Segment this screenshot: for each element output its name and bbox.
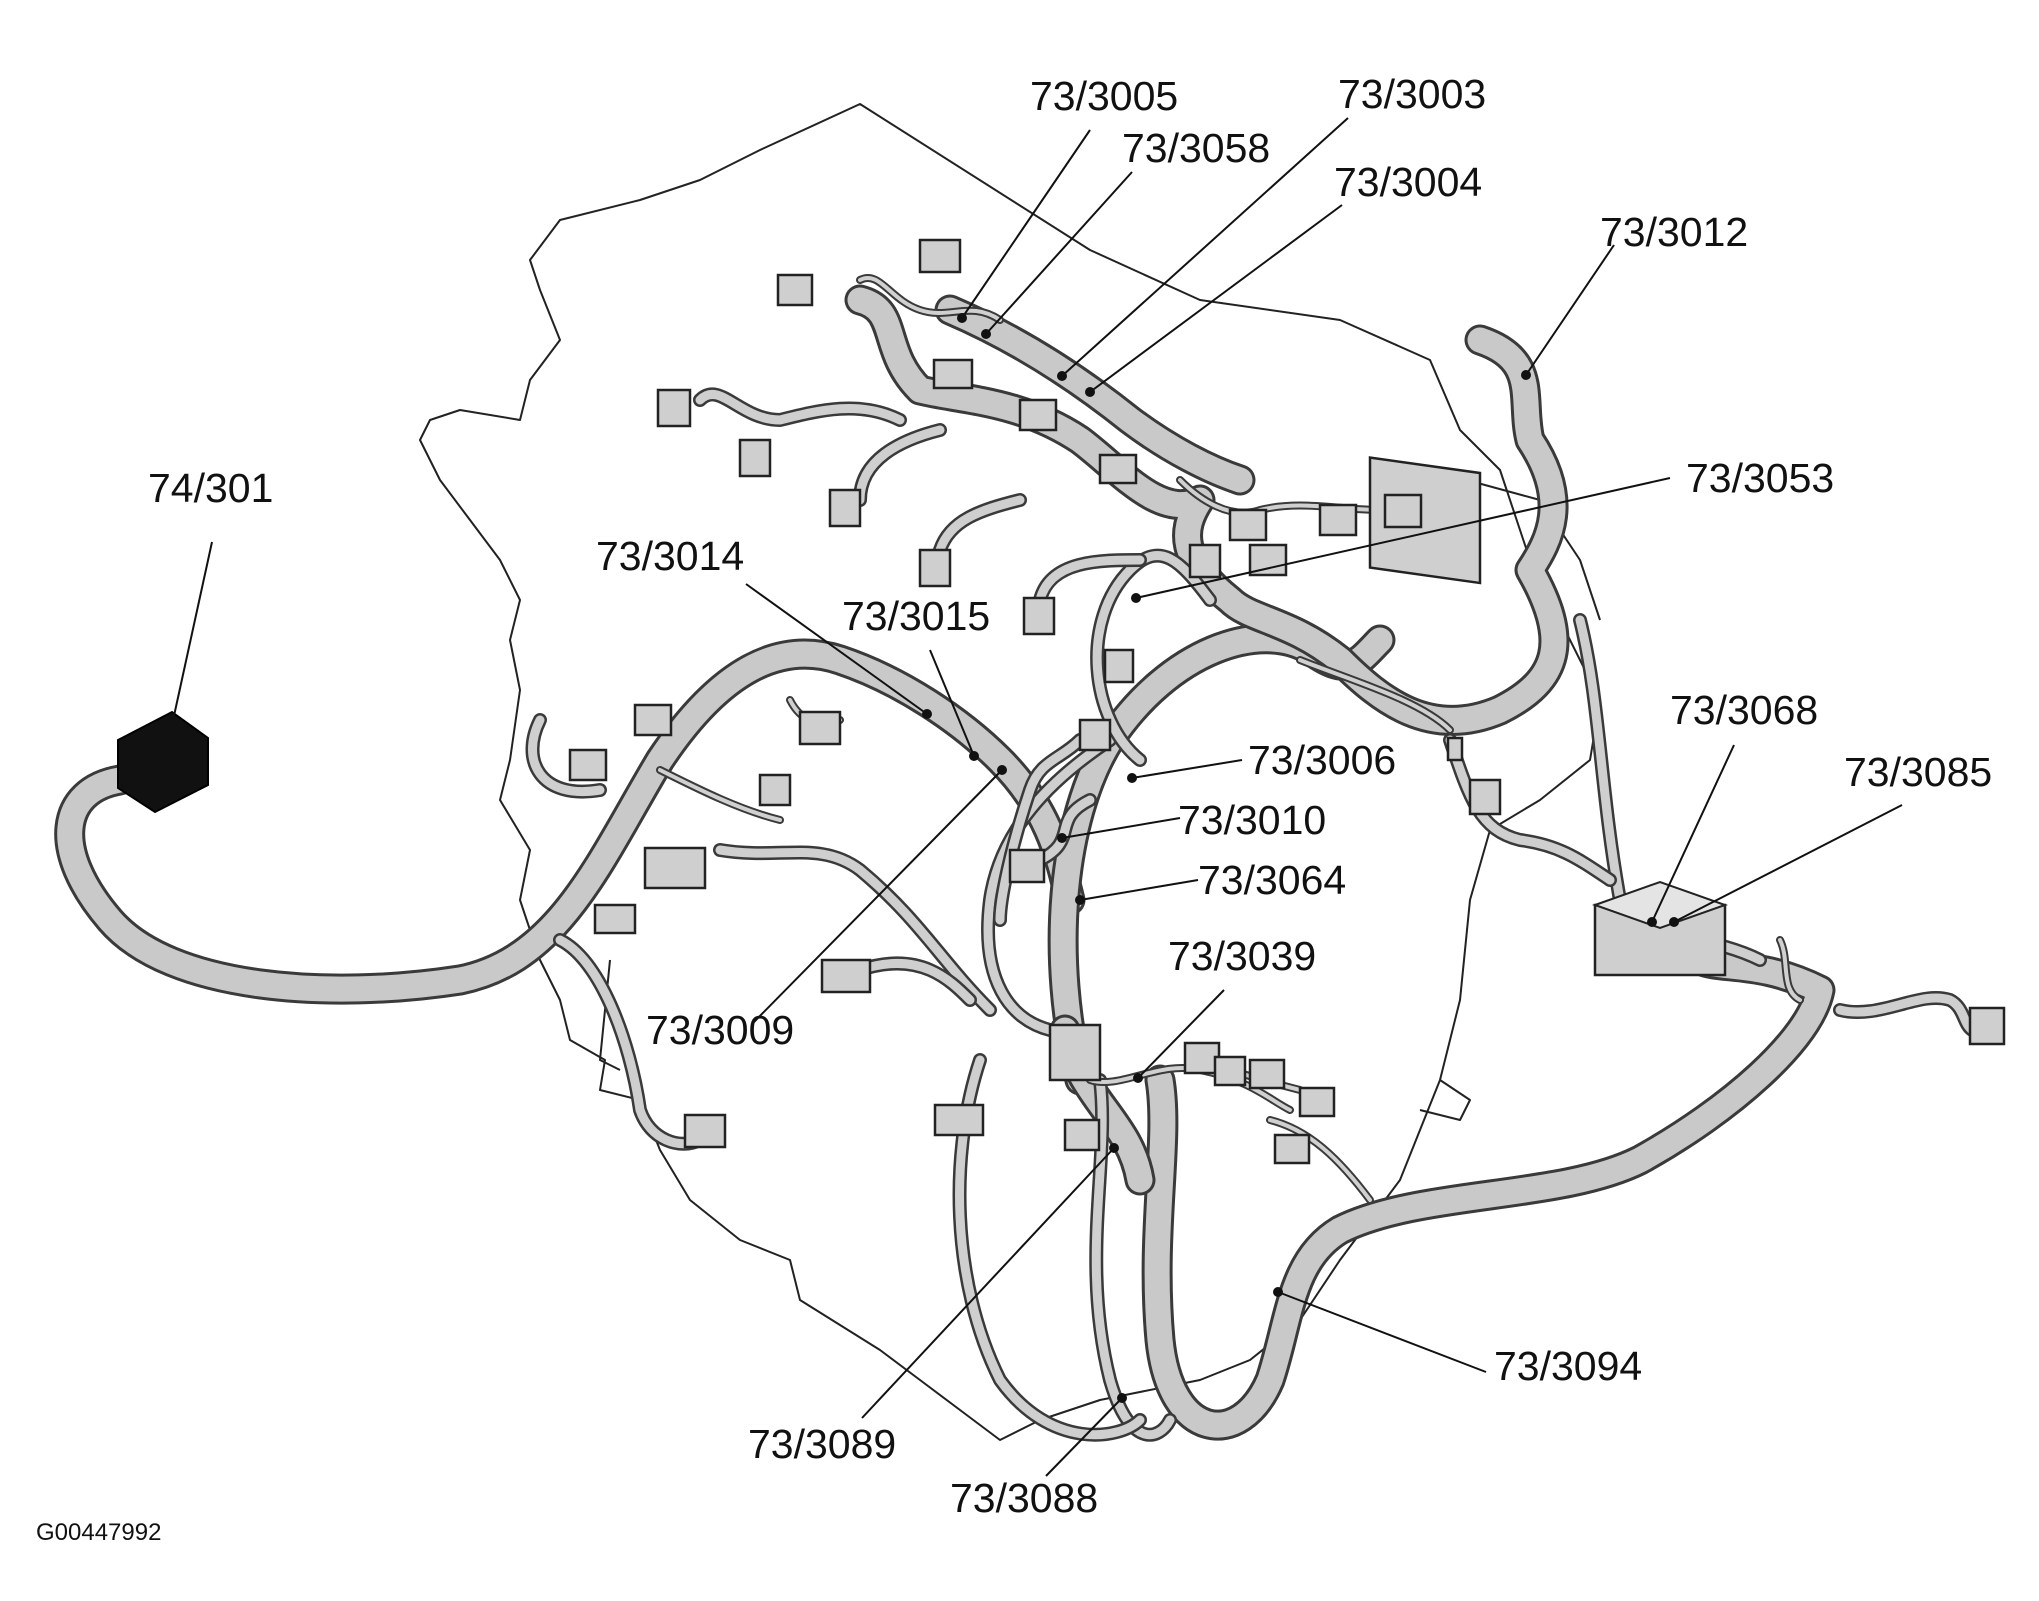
- control-module-74-301: [117, 710, 209, 814]
- branch-cables: [525, 387, 1997, 1442]
- label-73-3058: 73/3058: [1122, 125, 1270, 171]
- label-73-3012: 73/3012: [1600, 209, 1748, 255]
- label-73-3005: 73/3005: [1030, 73, 1178, 119]
- relay-box-73-3012: [1368, 456, 1482, 585]
- callout-labels: 74/301 73/3005 73/3058 73/3003 73/3004 7…: [36, 71, 1992, 1546]
- leader-lines: [171, 117, 1903, 1477]
- label-73-3006: 73/3006: [1248, 737, 1396, 783]
- label-73-3068: 73/3068: [1670, 687, 1818, 733]
- main-harness: [54, 284, 1836, 1441]
- label-73-3064: 73/3064: [1198, 857, 1346, 903]
- label-73-3089: 73/3089: [748, 1421, 896, 1467]
- label-73-3053: 73/3053: [1686, 455, 1834, 501]
- label-73-3010: 73/3010: [1178, 797, 1326, 843]
- label-73-3085: 73/3085: [1844, 749, 1992, 795]
- label-73-3088: 73/3088: [950, 1475, 1098, 1521]
- label-73-3003: 73/3003: [1338, 71, 1486, 117]
- connectors: [117, 238, 2006, 1165]
- label-73-3039: 73/3039: [1168, 933, 1316, 979]
- label-74-301: 74/301: [148, 465, 273, 511]
- label-73-3009: 73/3009: [646, 1007, 794, 1053]
- callout-dots: [167, 313, 1679, 1403]
- label-73-3014: 73/3014: [596, 533, 744, 579]
- label-73-3094: 73/3094: [1494, 1343, 1642, 1389]
- label-73-3004: 73/3004: [1334, 159, 1482, 205]
- label-73-3015: 73/3015: [842, 593, 990, 639]
- figure-reference: G00447992: [36, 1519, 161, 1546]
